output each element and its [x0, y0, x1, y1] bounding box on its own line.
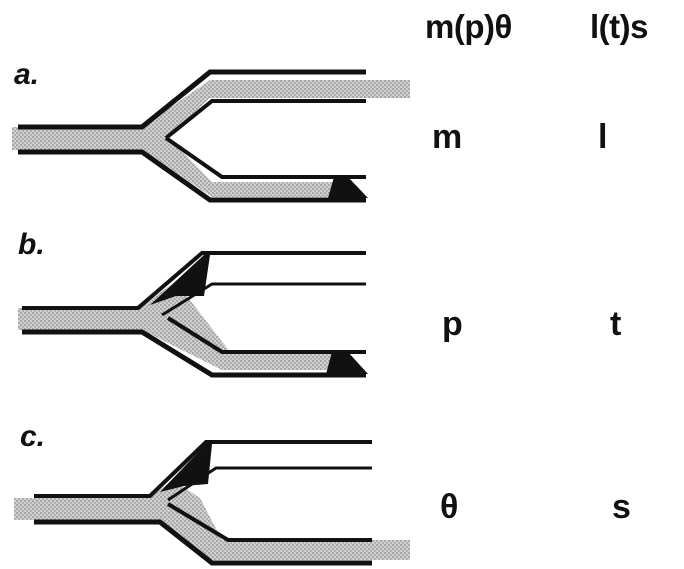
row-a-label: a.	[14, 58, 40, 91]
row-c-column-1: θ	[440, 488, 459, 526]
fork-b-inner-lower-strand	[166, 316, 366, 354]
fork-a-bottom-strand	[18, 149, 366, 203]
fork-a-top-strand	[18, 69, 366, 130]
fork-c-top-strand	[34, 440, 372, 498]
fork-c-inner-upper-strand	[167, 466, 372, 502]
header-column-2: l(t)s	[590, 8, 649, 45]
fork-a-primer-wedge	[328, 177, 368, 198]
fork-a	[12, 69, 410, 203]
fork-b-fork-primer-wedge	[150, 255, 210, 305]
row-a-column-2: l	[598, 118, 608, 156]
row-b-label: b.	[18, 228, 45, 261]
header-column-1: m(p)θ	[425, 8, 512, 45]
fork-b-parental-duplex	[18, 282, 335, 370]
row-c-label: c.	[20, 420, 46, 453]
fork-a-inner-upper-strand	[164, 99, 366, 140]
row-a-column-1: m	[432, 118, 463, 156]
fork-b	[18, 251, 368, 378]
fork-a-inner-lower-strand	[164, 136, 366, 179]
fork-b-end-primer-wedge	[326, 352, 368, 374]
row-b-column-1: p	[442, 305, 463, 343]
fork-b-bottom-strand	[22, 329, 366, 378]
fork-c-bottom-strand	[34, 519, 372, 566]
fork-c-inner-lower-strand	[166, 502, 372, 542]
fork-b-top-strand	[22, 251, 366, 310]
row-c-column-2: s	[612, 488, 631, 526]
fork-c-fork-primer-wedge	[160, 444, 212, 492]
fork-a-parental-duplex	[12, 80, 410, 197]
row-b-column-2: t	[610, 305, 622, 343]
fork-c	[14, 440, 410, 566]
fork-b-inner-upper-strand	[161, 282, 366, 317]
